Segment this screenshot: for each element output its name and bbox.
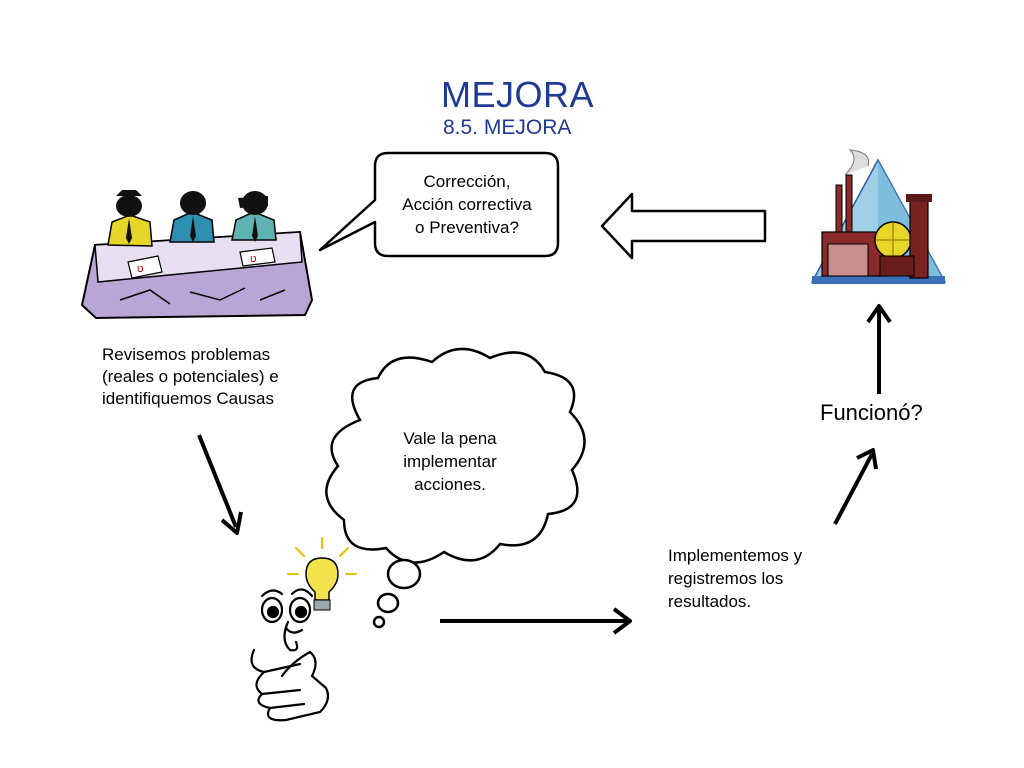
speech-bubble-line: Acción correctiva — [402, 195, 532, 214]
thought-cloud-line: acciones. — [414, 475, 486, 494]
factory-clipart-icon — [810, 149, 947, 284]
review-caption-line: Revisemos problemas — [102, 345, 271, 364]
speech-bubble-text: Corrección, Acción correctiva o Preventi… — [378, 170, 556, 239]
implement-caption: Implementemos y registremos los resultad… — [668, 544, 868, 613]
thought-cloud — [325, 347, 586, 629]
meeting-clipart-icon: ט ט — [80, 190, 314, 320]
thought-cloud-line: implementar — [403, 452, 497, 471]
implement-caption-line: Implementemos y — [668, 546, 803, 565]
svg-text:ט: ט — [137, 264, 144, 275]
page-subtitle: 8.5. MEJORA — [443, 116, 572, 139]
arrow-think-to-implement — [440, 607, 632, 635]
speech-bubble-line: Corrección, — [423, 172, 511, 191]
review-caption: Revisemos problemas (reales o potenciale… — [102, 344, 332, 410]
svg-text:ט: ט — [250, 254, 257, 265]
feedback-arrow-left — [600, 192, 767, 260]
arrow-check-to-factory — [866, 304, 892, 394]
implement-caption-line: resultados. — [668, 592, 752, 611]
implement-caption-line: registremos los — [668, 569, 784, 588]
arrow-implement-to-check — [833, 448, 878, 525]
thought-cloud-line: Vale la pena — [403, 429, 497, 448]
review-caption-line: (reales o potenciales) e — [102, 367, 279, 386]
thinking-person-clipart-icon — [250, 588, 330, 722]
check-caption: Funcionó? — [820, 400, 923, 425]
page-title: MEJORA — [441, 74, 595, 115]
speech-bubble-line: o Preventiva? — [415, 218, 519, 237]
arrow-review-to-think — [197, 434, 243, 535]
speech-bubble — [318, 151, 560, 258]
lightbulb-icon — [287, 537, 357, 611]
review-caption-line: identifiquemos Causas — [102, 389, 274, 408]
thought-cloud-text: Vale la pena implementar acciones. — [370, 427, 530, 496]
